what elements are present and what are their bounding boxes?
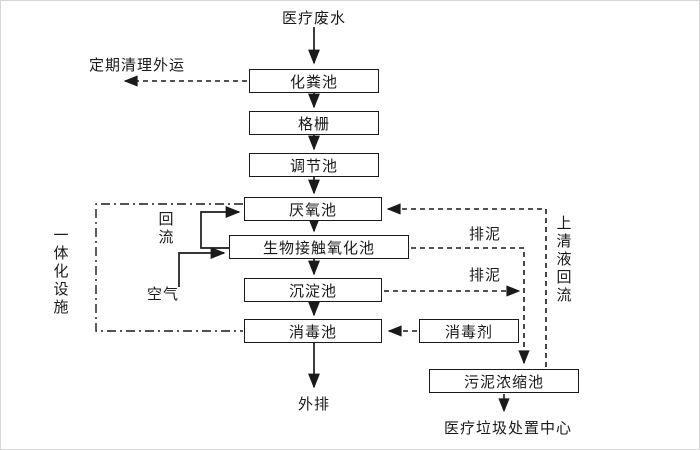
label-sludge-discharge-upper: 排泥 bbox=[469, 226, 502, 243]
box-sludge-thickening-tank: 污泥浓缩池 bbox=[429, 369, 579, 393]
label-integrated-facility: 一体化设施 bbox=[51, 227, 69, 317]
label-sludge-discharge-lower: 排泥 bbox=[469, 267, 502, 284]
label-periodic-removal: 定期清理外运 bbox=[89, 57, 186, 74]
label-outfall: 外排 bbox=[297, 396, 331, 413]
air-line bbox=[178, 247, 226, 287]
box-septic-tank: 化粪池 bbox=[249, 69, 379, 93]
box-sedimentation-tank: 沉淀池 bbox=[244, 278, 382, 302]
integrated-facility-bracket bbox=[95, 203, 243, 332]
box-anaerobic-tank: 厌氧池 bbox=[244, 197, 382, 221]
label-air: 空气 bbox=[147, 286, 180, 303]
sludge-line-from-bio bbox=[411, 247, 530, 365]
label-source: 医疗废水 bbox=[281, 10, 347, 27]
supernatant-reflux-line bbox=[386, 203, 547, 367]
box-disinfection-tank: 消毒池 bbox=[244, 319, 382, 343]
box-regulating-tank: 调节池 bbox=[249, 153, 379, 177]
label-supernatant-reflux: 上清液回流 bbox=[554, 215, 572, 305]
box-grid-screen: 格栅 bbox=[249, 111, 379, 135]
box-bio-contact-oxidation-tank: 生物接触氧化池 bbox=[229, 235, 409, 259]
label-disposal-center: 医疗垃圾处置中心 bbox=[443, 420, 573, 437]
box-disinfectant: 消毒剂 bbox=[419, 319, 519, 343]
label-reflux: 回流 bbox=[156, 211, 174, 247]
